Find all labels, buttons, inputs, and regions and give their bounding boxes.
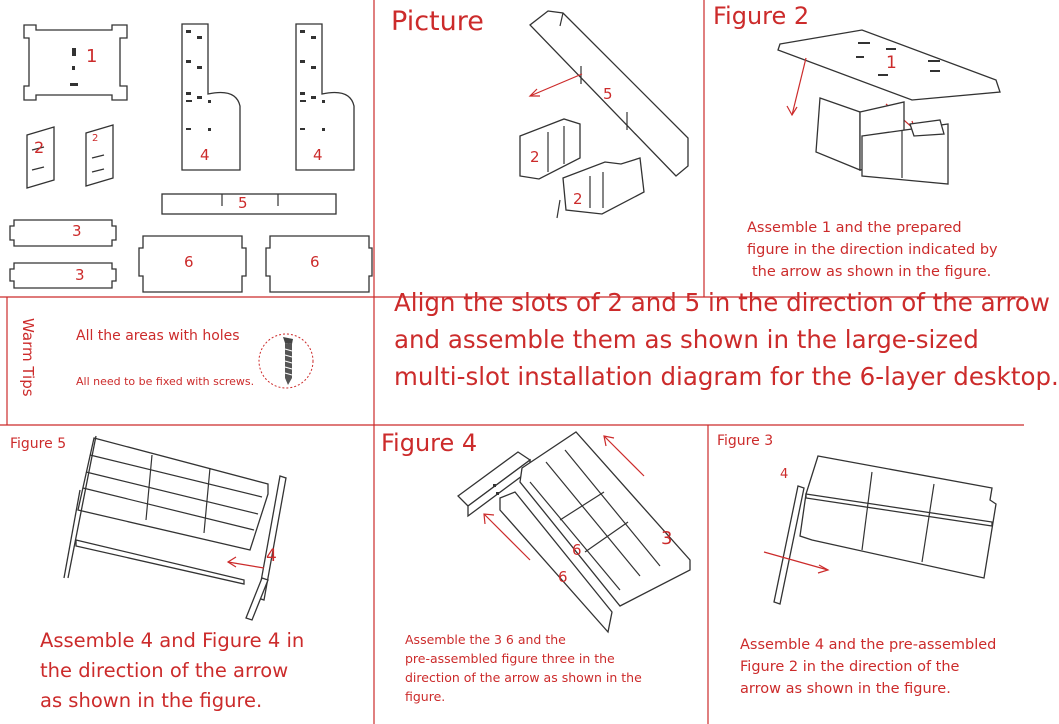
figure-3-caption: Assemble 4 and the pre-assembled Figure … bbox=[740, 634, 996, 700]
figure-3-caption-line-2: Figure 2 in the direction of the bbox=[740, 659, 960, 675]
warm-tips-title: Warm Tips bbox=[19, 318, 37, 397]
figure-4-drawing bbox=[457, 431, 691, 634]
assembly-drawings bbox=[0, 0, 1024, 724]
label-part-3-top: 3 bbox=[72, 222, 82, 240]
part-6-board-right bbox=[265, 235, 373, 293]
figure-4-caption-line-1: Assemble the 3 6 and the bbox=[405, 632, 566, 647]
label-part-1: 1 bbox=[86, 46, 98, 67]
label-picture-2b: 2 bbox=[573, 190, 583, 208]
header-figure-5: Figure 5 bbox=[10, 436, 67, 452]
figure-2-caption: Assemble 1 and the prepared figure in th… bbox=[747, 217, 998, 283]
figure-3-drawing bbox=[763, 455, 997, 605]
figure-3-caption-line-1: Assemble 4 and the pre-assembled bbox=[740, 637, 997, 653]
figure-2-caption-line-2: figure in the direction indicated by bbox=[747, 242, 998, 258]
part-2-piece-left bbox=[26, 126, 55, 189]
label-part-6-right: 6 bbox=[310, 253, 320, 271]
part-2-piece-right bbox=[85, 124, 114, 187]
label-part-5: 5 bbox=[238, 194, 248, 212]
label-figure-4-6b: 6 bbox=[558, 568, 568, 586]
figure-4-caption-line-2: pre-assembled figure three in the bbox=[405, 651, 615, 666]
label-picture-2a: 2 bbox=[530, 148, 540, 166]
label-part-4-right: 4 bbox=[313, 146, 323, 164]
figure-4-caption: Assemble the 3 6 and the pre-assembled f… bbox=[405, 630, 642, 706]
label-part-2: 2 bbox=[34, 138, 45, 157]
picture-drawing bbox=[519, 10, 689, 219]
grid-lines bbox=[0, 0, 1024, 724]
label-picture-5: 5 bbox=[603, 85, 613, 103]
label-part-2b: 2 bbox=[92, 133, 99, 144]
header-figure-3: Figure 3 bbox=[717, 433, 774, 449]
figure-4-caption-line-3: direction of the arrow as shown in the bbox=[405, 670, 642, 685]
warm-tips-line-1: All the areas with holes bbox=[76, 328, 240, 344]
label-figure-4-3: 3 bbox=[661, 528, 673, 549]
figure-4-caption-line-4: figure. bbox=[405, 689, 446, 704]
part-4-board-left bbox=[181, 23, 241, 171]
label-part-3-bottom: 3 bbox=[75, 266, 85, 284]
label-part-4-left: 4 bbox=[200, 146, 210, 164]
part-4-board-right bbox=[295, 23, 355, 171]
figure-2-caption-line-3: the arrow as shown in the figure. bbox=[752, 264, 992, 280]
figure-5-drawing bbox=[63, 435, 287, 621]
header-figure-4: Figure 4 bbox=[381, 429, 478, 457]
label-figure-2-1: 1 bbox=[886, 53, 897, 73]
figure-5-caption-line-2: the direction of the arrow bbox=[40, 659, 289, 682]
figure-5-caption-line-3: as shown in the figure. bbox=[40, 689, 263, 712]
figure-2-drawing bbox=[777, 29, 1001, 185]
part-1-board bbox=[23, 24, 128, 101]
screw-illustration bbox=[258, 333, 314, 389]
main-instruction: Align the slots of 2 and 5 in the direct… bbox=[394, 284, 1059, 395]
label-figure-5-4: 4 bbox=[266, 546, 277, 566]
figure-3-caption-line-3: arrow as shown in the figure. bbox=[740, 681, 951, 697]
label-figure-3-4: 4 bbox=[780, 467, 789, 482]
figure-5-caption: Assemble 4 and Figure 4 in the direction… bbox=[40, 626, 304, 716]
label-figure-4-6a: 6 bbox=[572, 541, 582, 559]
warm-tips-line-2: All need to be fixed with screws. bbox=[76, 375, 255, 388]
header-picture: Picture bbox=[391, 6, 484, 37]
main-instruction-line-3: multi-slot installation diagram for the … bbox=[394, 362, 1059, 391]
label-part-6-left: 6 bbox=[184, 253, 194, 271]
main-instruction-line-1: Align the slots of 2 and 5 in the direct… bbox=[394, 288, 1050, 317]
part-3-board-top bbox=[9, 219, 117, 247]
figure-2-caption-line-1: Assemble 1 and the prepared bbox=[747, 220, 962, 236]
main-instruction-line-2: and assemble them as shown in the large-… bbox=[394, 325, 979, 354]
part-3-board-bottom bbox=[9, 262, 117, 289]
part-5-board bbox=[161, 193, 337, 215]
part-6-board-left bbox=[138, 235, 247, 293]
header-figure-2: Figure 2 bbox=[713, 2, 810, 30]
figure-5-caption-line-1: Assemble 4 and Figure 4 in bbox=[40, 629, 305, 652]
